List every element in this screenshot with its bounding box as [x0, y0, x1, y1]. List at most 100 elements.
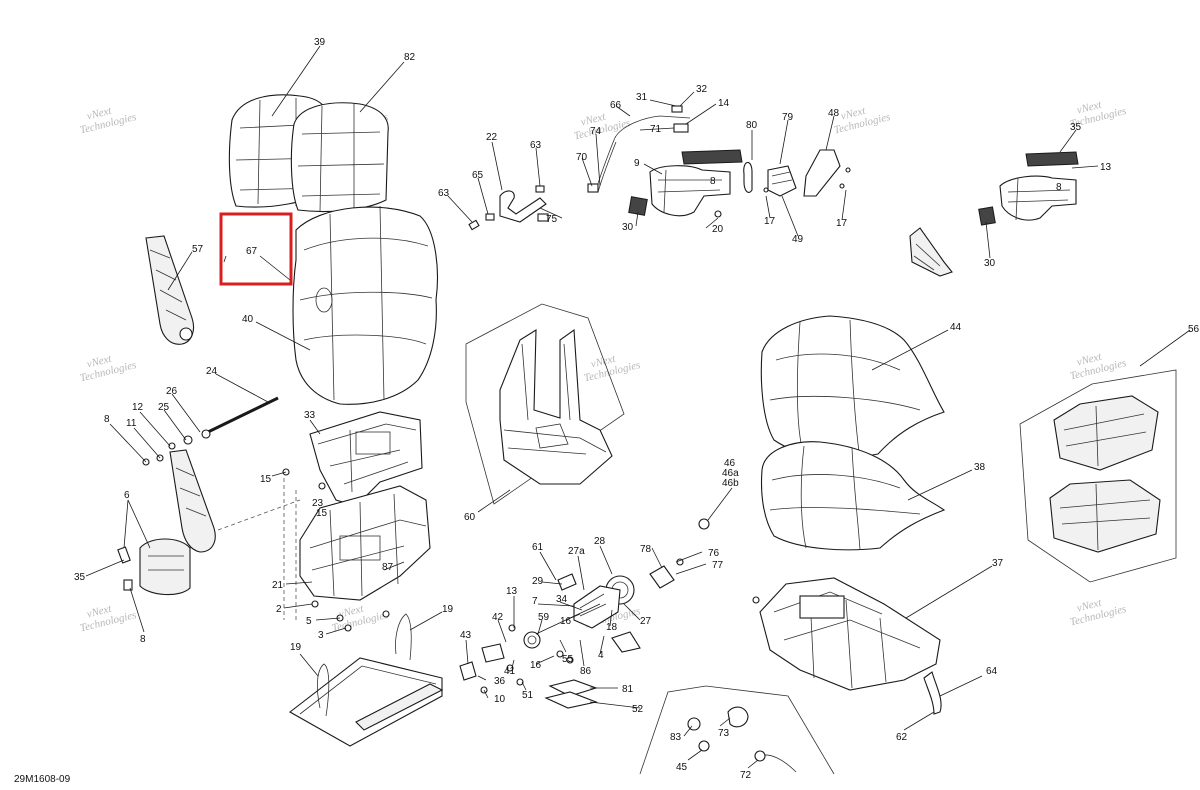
- callout-26: 26: [166, 386, 178, 397]
- callout-31: 31: [636, 92, 648, 103]
- callout-82: 82: [404, 52, 416, 63]
- callout-19: 19: [442, 604, 454, 615]
- callout-49: 49: [792, 234, 804, 245]
- callout-22: 22: [486, 132, 498, 143]
- callout-37: 37: [992, 558, 1004, 569]
- callout-57: 57: [192, 244, 204, 255]
- callout-18: 18: [606, 622, 618, 633]
- callout-27a: 27a: [568, 546, 585, 557]
- highlighted-part-67-box[interactable]: [219, 212, 293, 286]
- callout-13: 13: [506, 586, 518, 597]
- callout-6: 6: [124, 490, 130, 501]
- callout-29: 29: [532, 576, 544, 587]
- callout-79: 79: [782, 112, 794, 123]
- callout-87: 87: [382, 562, 394, 573]
- callout-8: 8: [710, 176, 716, 187]
- callout-70: 70: [576, 152, 588, 163]
- lower-callout-box: [639, 685, 835, 775]
- callout-labels: 39 82 67 57 40 24 26 12 25 8 11 33 15 23…: [74, 37, 1200, 781]
- callout-24: 24: [206, 366, 218, 377]
- callout-20: 20: [712, 224, 724, 235]
- callout-78: 78: [640, 544, 652, 555]
- callout-52: 52: [632, 704, 644, 715]
- callout-28: 28: [594, 536, 606, 547]
- seat-foam-38-part[interactable]: [761, 441, 946, 551]
- callout-46: 46: [724, 458, 736, 469]
- callout-63: 63: [530, 140, 542, 151]
- seat-pan-37-part[interactable]: [759, 577, 941, 691]
- callout-75: 75: [546, 214, 558, 225]
- leader-lines: [85, 45, 1191, 769]
- callout-12: 12: [132, 402, 144, 413]
- callout-3: 3: [318, 630, 324, 641]
- heated-grip-right-part[interactable]: [999, 175, 1077, 221]
- callout-83: 83: [670, 732, 682, 743]
- controller-part[interactable]: [909, 227, 953, 277]
- callout-39: 39: [314, 37, 326, 48]
- callout-2: 2: [276, 604, 282, 615]
- seat-shell-part[interactable]: [292, 206, 438, 405]
- callout-23: 23: [312, 498, 324, 509]
- callout-59: 59: [538, 612, 550, 623]
- seat-cover-44-part[interactable]: [760, 315, 945, 459]
- callout-4: 4: [598, 650, 604, 661]
- callout-35: 35: [1070, 122, 1082, 133]
- callout-45: 45: [676, 762, 688, 773]
- callout-7: 7: [532, 596, 538, 607]
- callout-21: 21: [272, 580, 284, 591]
- callout-65: 65: [472, 170, 484, 181]
- callout-30: 30: [984, 258, 996, 269]
- control-bracket-part[interactable]: [767, 165, 797, 197]
- callout-55: 55: [562, 654, 574, 665]
- callout-48: 48: [828, 108, 840, 119]
- callout-8: 8: [1056, 182, 1062, 193]
- callout-13: 13: [1100, 162, 1112, 173]
- callout-34: 34: [556, 594, 568, 605]
- lever-52-part[interactable]: [544, 691, 598, 709]
- callout-60: 60: [464, 512, 476, 523]
- callout-25: 25: [158, 402, 170, 413]
- callout-16: 16: [530, 660, 542, 671]
- callout-42: 42: [492, 612, 504, 623]
- callout-74: 74: [590, 126, 602, 137]
- backrest-cover-part[interactable]: [290, 102, 389, 213]
- hinge-plate-part[interactable]: [145, 235, 195, 345]
- callout-15: 15: [260, 474, 272, 485]
- callout-81: 81: [622, 684, 634, 695]
- callout-10: 10: [494, 694, 506, 705]
- callout-67: 67: [246, 246, 258, 257]
- callout-33: 33: [304, 410, 316, 421]
- callout-27: 27: [640, 616, 652, 627]
- frame-60-callout-box: [465, 303, 625, 505]
- callout-40: 40: [242, 314, 254, 325]
- callout-72: 72: [740, 770, 752, 781]
- seat-frame-assembly-part[interactable]: [499, 328, 613, 485]
- callout-56: 56: [1188, 324, 1200, 335]
- storage-board-part[interactable]: [289, 657, 443, 747]
- callout-63: 63: [438, 188, 450, 199]
- frame-56-callout-box: [1019, 369, 1177, 583]
- armrest-pad-part[interactable]: [139, 538, 191, 596]
- lower-hinge-part[interactable]: [169, 449, 216, 553]
- grip-pad-part[interactable]: [1025, 151, 1079, 167]
- callout-44: 44: [950, 322, 962, 333]
- callout-32: 32: [696, 84, 708, 95]
- callout-5: 5: [306, 616, 312, 627]
- callout-17: 17: [764, 216, 776, 227]
- callout-46a: 46a: [722, 468, 739, 479]
- callout-76: 76: [708, 548, 720, 559]
- callout-61: 61: [532, 542, 544, 553]
- callout-38: 38: [974, 462, 986, 473]
- figure-id: 29M1608-09: [14, 774, 71, 785]
- callout-8: 8: [140, 634, 146, 645]
- callout-35: 35: [74, 572, 86, 583]
- callout-46b: 46b: [722, 478, 739, 489]
- callout-43: 43: [460, 630, 472, 641]
- callout-30: 30: [622, 222, 634, 233]
- callout-11: 11: [126, 418, 137, 429]
- callout-14: 14: [718, 98, 730, 109]
- harness-22-part[interactable]: [499, 190, 547, 223]
- callout-73: 73: [718, 728, 730, 739]
- seat-frame-upper-part[interactable]: [309, 411, 423, 507]
